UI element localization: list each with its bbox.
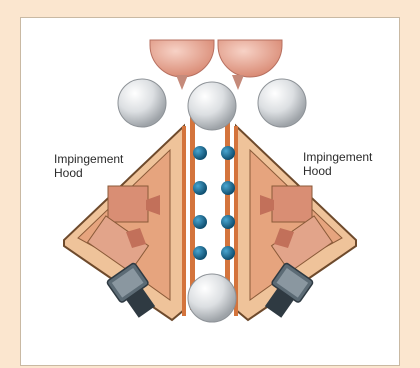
roller-top-right xyxy=(258,79,306,127)
roller-top-left xyxy=(118,79,166,127)
top-roll-left xyxy=(150,40,214,90)
left-hood-label: Impingement Hood xyxy=(54,152,123,180)
web-strip-left xyxy=(190,110,195,310)
roller-top-center xyxy=(188,82,236,130)
roller-bottom xyxy=(188,274,236,322)
right-hood-label: Impingement Hood xyxy=(303,150,372,178)
